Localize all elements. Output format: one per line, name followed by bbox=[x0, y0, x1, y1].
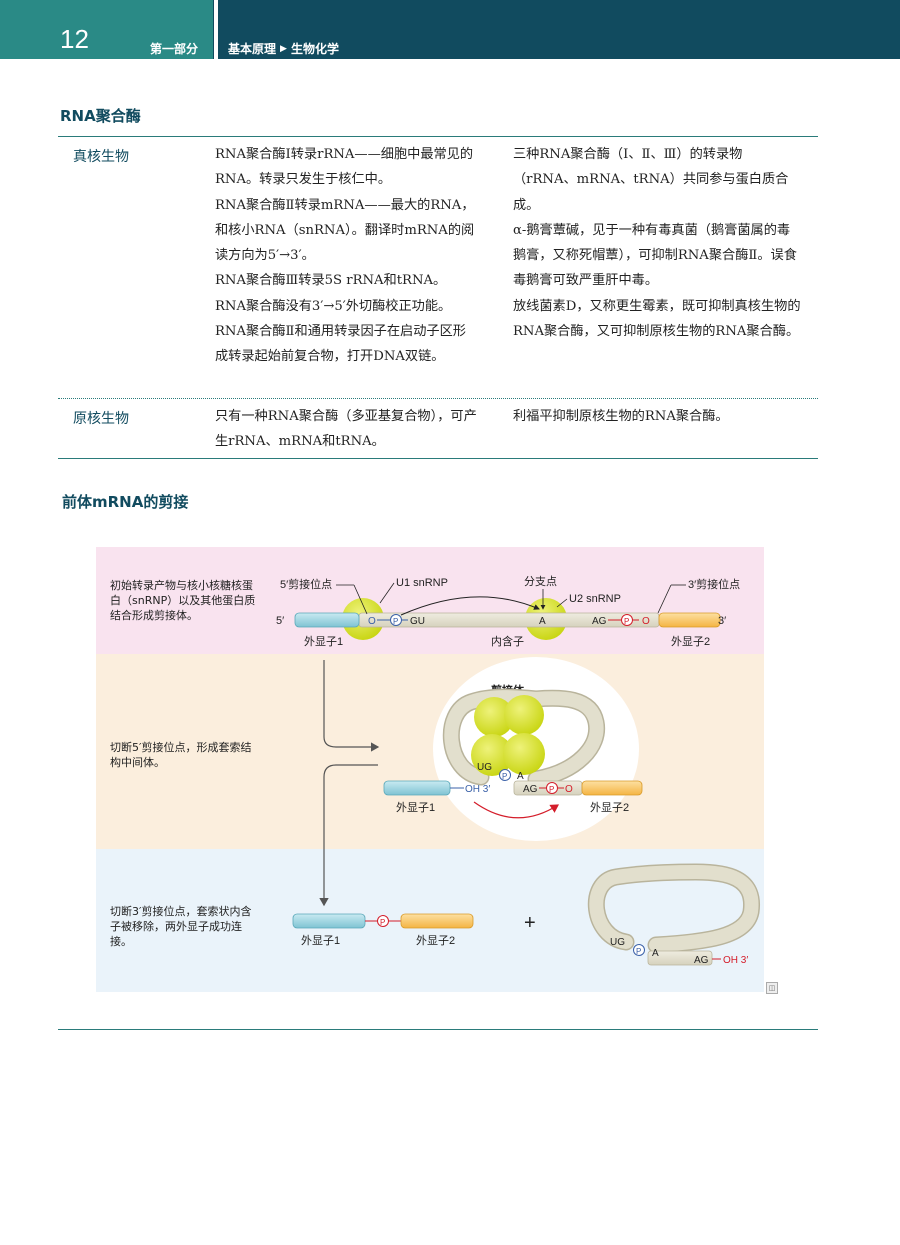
exon2-tube-step2 bbox=[581, 780, 643, 796]
phosphate-p-label: P bbox=[393, 617, 398, 626]
oh3-label-step3: OH 3′ bbox=[723, 955, 748, 966]
prokaryote-col2: 利福平抑制原核生物的RNA聚合酶。 bbox=[513, 404, 803, 429]
oh3-label: OH 3′ bbox=[465, 784, 490, 795]
eukaryote-col1-para: RNA聚合酶Ⅲ转录5S rRNA和tRNA。 bbox=[215, 273, 447, 289]
eukaryote-col2-para: α-鹅膏蕈碱，见于一种有毒真菌（鹅膏菌属的毒鹅膏，又称死帽蕈），可抑制RNA聚合… bbox=[513, 222, 797, 289]
breadcrumb-arrow-icon: ▶ bbox=[280, 43, 287, 54]
ug-label: UG bbox=[477, 762, 492, 773]
exon2-tube bbox=[658, 612, 721, 628]
phosphate-p-label: P bbox=[549, 785, 554, 794]
header-divider bbox=[214, 0, 218, 59]
gu-label: GU bbox=[410, 616, 425, 627]
diagram-band-step1 bbox=[96, 547, 764, 654]
snrnp-sphere bbox=[471, 734, 513, 776]
prokaryote-col1: 只有一种RNA聚合酶（多亚基复合物），可产生rRNA、mRNA和tRNA。 bbox=[215, 404, 477, 455]
a-label-step2: A bbox=[517, 771, 524, 782]
exon2-label-step2: 外显子2 bbox=[590, 801, 629, 814]
snrnp-sphere bbox=[504, 695, 544, 735]
phosphate-circle bbox=[499, 769, 511, 781]
o-label: O bbox=[368, 616, 376, 627]
u1-label: U1 snRNP bbox=[396, 577, 448, 589]
exon1-label-step3: 外显子1 bbox=[301, 934, 340, 947]
phosphate-circle bbox=[546, 782, 558, 794]
splicing-diagram-svg: 5′ 3′ O P GU A AG P O 5′剪接位点 U1 snRNP 分支… bbox=[276, 575, 760, 966]
exon1-tube bbox=[294, 612, 360, 628]
splicing-diagram: 初始转录产物与核小核糖核蛋白（snRNP）以及其他蛋白质结合形成剪接体。 切断5… bbox=[96, 547, 764, 992]
phosphate-p-label: P bbox=[380, 918, 385, 927]
a-label: A bbox=[539, 616, 546, 627]
ug-label-step3: UG bbox=[610, 937, 625, 948]
flow-arrow-2 bbox=[319, 764, 378, 907]
breadcrumb: 基本原理 ▶ 生物化学 bbox=[228, 40, 339, 57]
five-prime-label: 5′ bbox=[276, 615, 284, 627]
phosphate-circle bbox=[377, 915, 389, 927]
site3-pointer bbox=[657, 584, 672, 614]
snrnp-sphere bbox=[474, 697, 514, 737]
phosphate-p-label: P bbox=[624, 617, 629, 626]
snrnp-sphere bbox=[503, 733, 545, 775]
table-top-rule bbox=[58, 136, 818, 137]
exon2-label-step3: 外显子2 bbox=[416, 934, 455, 947]
exon1-label-step2: 外显子1 bbox=[396, 801, 435, 814]
part-label: 第一部分 bbox=[150, 42, 199, 56]
attack-arrow bbox=[473, 801, 560, 819]
ag-label-step2: AG bbox=[523, 784, 538, 795]
u1-pointer bbox=[379, 582, 395, 604]
ag-label: AG bbox=[592, 616, 607, 627]
u2-label: U2 snRNP bbox=[569, 593, 621, 605]
diagram-band-step2 bbox=[96, 654, 764, 849]
corner-mark-icon: ◫ bbox=[766, 982, 778, 994]
row-label-eukaryote: 真核生物 bbox=[73, 149, 129, 165]
free-lariat bbox=[589, 864, 759, 952]
a-label-step3: A bbox=[652, 948, 659, 959]
section-title-rna-polymerase: RNA聚合酶 bbox=[60, 107, 141, 125]
page-number: 12 bbox=[60, 24, 89, 54]
eukaryote-col2-para: 放线菌素D，又称更生霉素，既可抑制真核生物的RNA聚合酶，又可抑制原核生物的RN… bbox=[513, 298, 801, 340]
site3-label: 3′剪接位点 bbox=[688, 577, 740, 591]
phosphate-circle bbox=[633, 944, 645, 956]
bottom-rule bbox=[58, 1029, 818, 1030]
breadcrumb-item-2: 生物化学 bbox=[290, 42, 339, 56]
u2-pointer bbox=[556, 598, 568, 608]
three-prime-label: 3′ bbox=[718, 615, 726, 627]
eukaryote-col2: 三种RNA聚合酶（Ⅰ、Ⅱ、Ⅲ）的转录物（rRNA、mRNA、tRNA）共同参与蛋… bbox=[513, 142, 803, 344]
exon1-label: 外显子1 bbox=[304, 635, 343, 648]
table-bottom-rule bbox=[58, 458, 818, 459]
branch-arc bbox=[400, 596, 540, 616]
phosphate-p-label: P bbox=[502, 772, 507, 781]
step2-description: 切断5′剪接位点，形成套索结构中间体。 bbox=[110, 741, 252, 769]
site5-label: 5′剪接位点 bbox=[280, 577, 332, 591]
table-row-divider bbox=[58, 398, 818, 399]
intron-label: 内含子 bbox=[491, 634, 524, 648]
exon2-label: 外显子2 bbox=[671, 635, 710, 648]
row-label-prokaryote: 原核生物 bbox=[73, 411, 129, 427]
lariat-tail bbox=[647, 950, 713, 966]
exon2-joined bbox=[400, 913, 474, 929]
prokaryote-col1-para: 只有一种RNA聚合酶（多亚基复合物），可产生rRNA、mRNA和tRNA。 bbox=[215, 409, 477, 450]
flow-arrow-1 bbox=[323, 660, 380, 752]
section-title-splicing: 前体mRNA的剪接 bbox=[62, 493, 189, 511]
step3-description: 切断3′剪接位点，套索状内含子被移除，两外显子成功连接。 bbox=[110, 905, 252, 948]
ag-label-step3: AG bbox=[694, 955, 709, 966]
plus-sign: + bbox=[524, 912, 536, 934]
page-number-box: 12 bbox=[0, 0, 213, 59]
prokaryote-col2-para: 利福平抑制原核生物的RNA聚合酶。 bbox=[513, 409, 729, 424]
exon1-joined bbox=[292, 913, 366, 929]
eukaryote-col1-para: RNA聚合酶Ⅱ转录mRNA——最大的RNA，和核小RNA（snRNA）。翻译时m… bbox=[215, 197, 475, 264]
site5-pointer bbox=[353, 584, 368, 615]
breadcrumb-item-1: 基本原理 bbox=[228, 42, 277, 56]
page-header: 12 第一部分 基本原理 ▶ 生物化学 bbox=[0, 0, 900, 59]
eukaryote-col1-para: RNA聚合酶Ⅰ转录rRNA——细胞中最常见的RNA。转录只发生于核仁中。 bbox=[215, 147, 474, 188]
phosphate-p-label: P bbox=[636, 947, 641, 956]
phosphate-circle bbox=[621, 614, 633, 626]
eukaryote-col1-para: RNA聚合酶没有3′→5′外切酶校正功能。RNA聚合酶Ⅱ和通用转录因子在启动子区… bbox=[215, 298, 466, 365]
exon1-tube-step2 bbox=[383, 780, 451, 796]
branch-label: 分支点 bbox=[524, 575, 557, 588]
o-label: O bbox=[642, 616, 650, 627]
o-label: O bbox=[565, 784, 573, 795]
eukaryote-col1: RNA聚合酶Ⅰ转录rRNA——细胞中最常见的RNA。转录只发生于核仁中。 RNA… bbox=[215, 142, 477, 370]
eukaryote-col2-para: 三种RNA聚合酶（Ⅰ、Ⅱ、Ⅲ）的转录物（rRNA、mRNA、tRNA）共同参与蛋… bbox=[513, 147, 789, 213]
phosphate-circle bbox=[390, 614, 402, 626]
step1-description: 初始转录产物与核小核糖核蛋白（snRNP）以及其他蛋白质结合形成剪接体。 bbox=[110, 579, 256, 622]
